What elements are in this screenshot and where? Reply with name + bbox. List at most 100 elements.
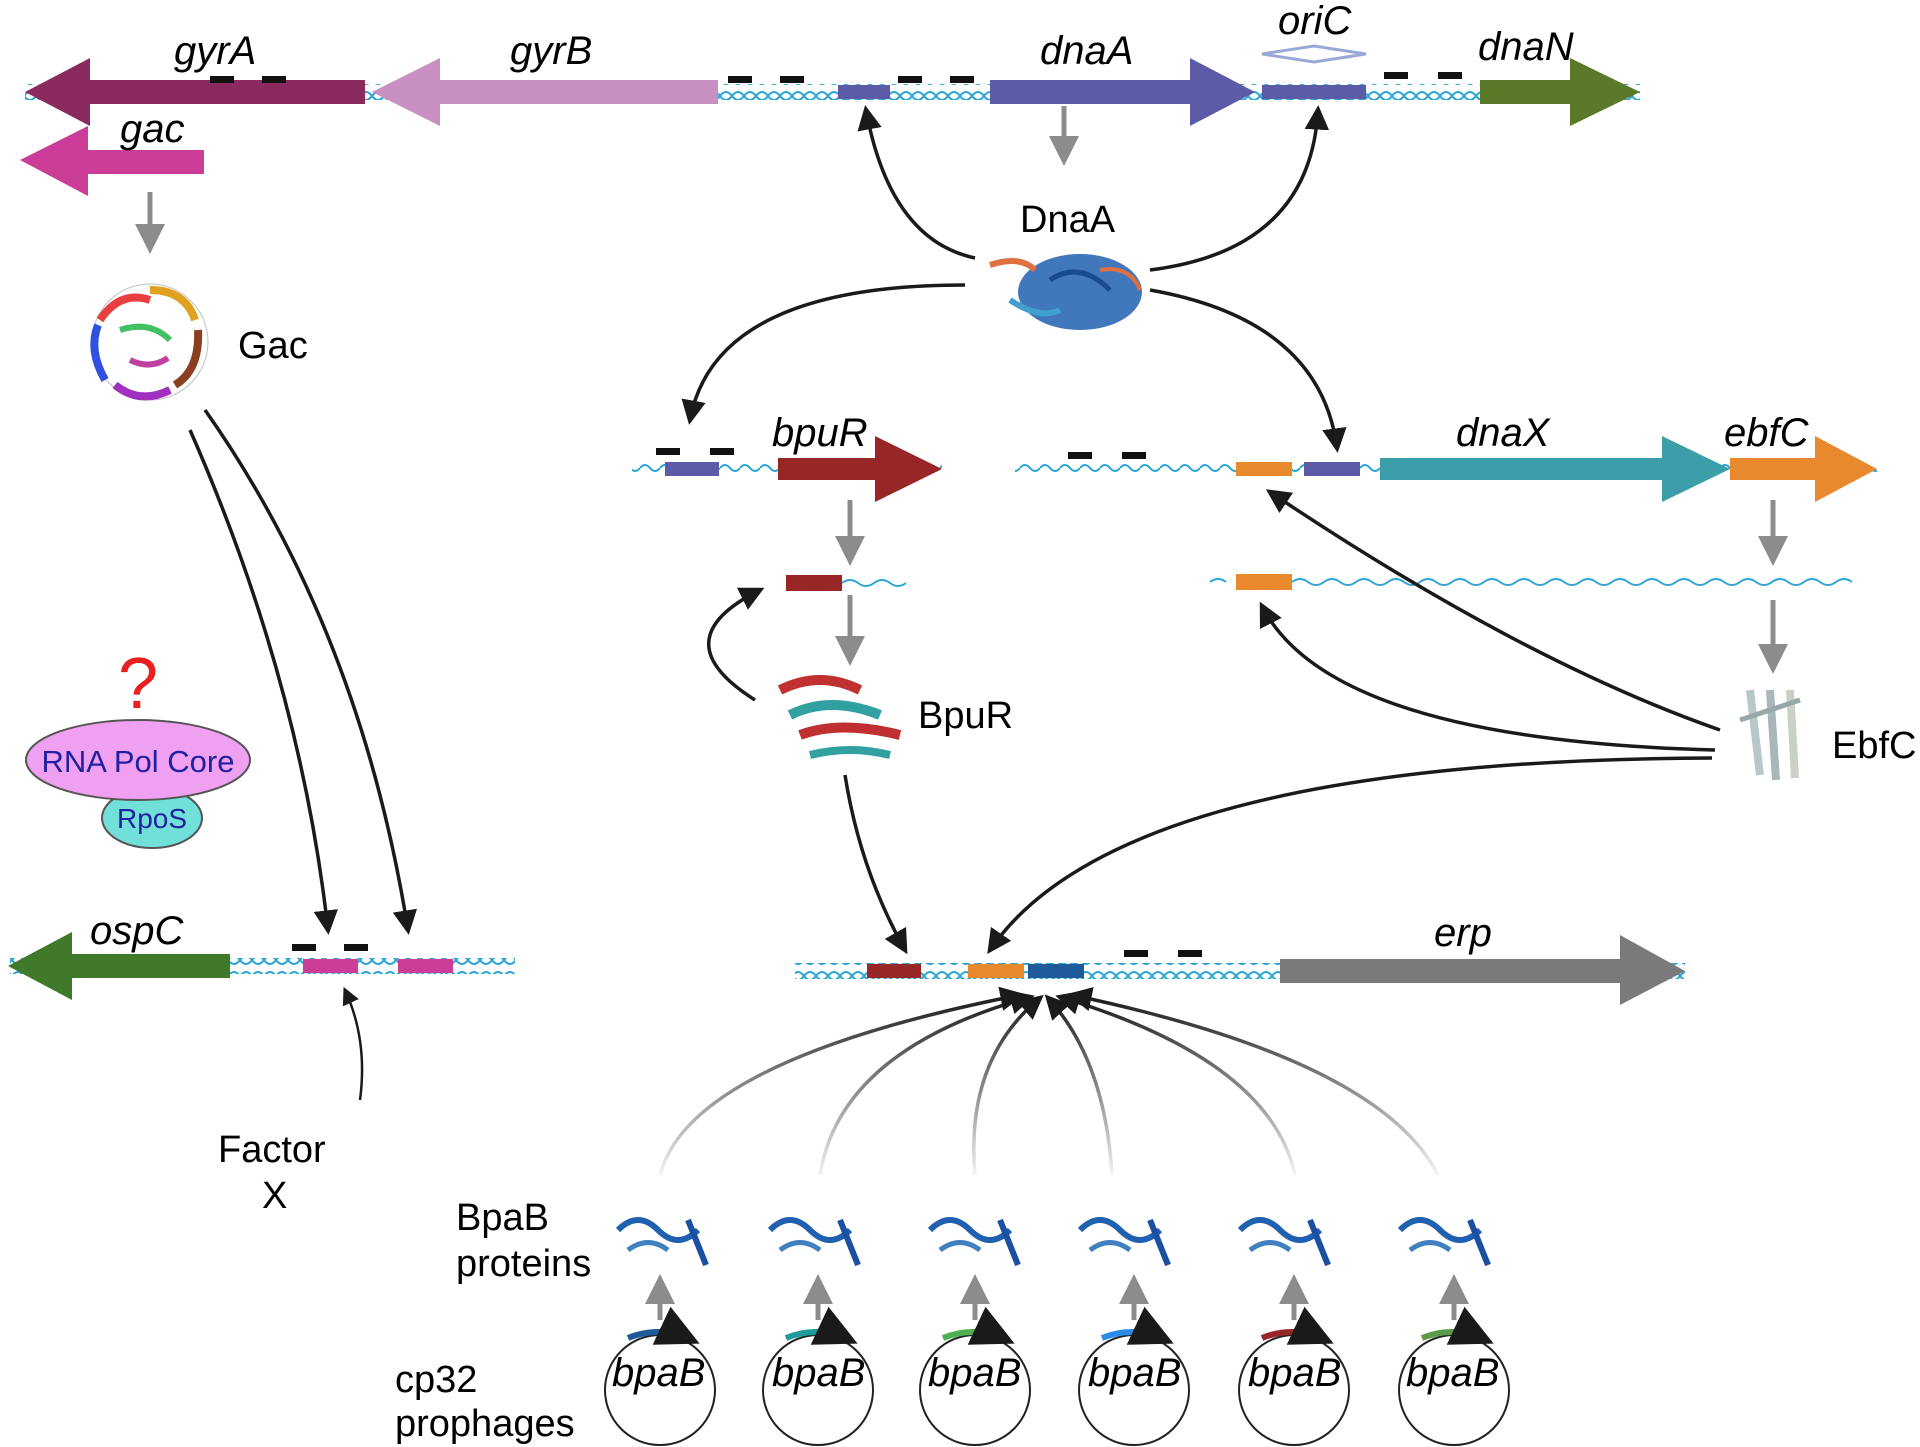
- ebfC-mrna-box: [1236, 574, 1292, 590]
- cp32-plasmid: [1238, 1306, 1350, 1446]
- bpaB-to-erp-arrow-6: [1067, 987, 1440, 1176]
- gac-protein-structure: [90, 283, 209, 401]
- bpaB-expression-arrows: [645, 1274, 1469, 1320]
- ospC-label: ospC: [90, 909, 184, 953]
- bpaB-protein-structures: [615, 1217, 1491, 1267]
- binding-bar: [210, 76, 234, 83]
- bpaB-protein: [1397, 1217, 1491, 1267]
- rnapol-core-ellipse: [25, 719, 251, 801]
- dnaN-label: dnaN: [1478, 25, 1574, 69]
- bpaB-gene-label-6: bpaB: [1406, 1351, 1499, 1395]
- bpaB-to-erp-arrow-1: [658, 986, 1025, 1176]
- gyrA-gene-arrow: [25, 58, 365, 126]
- binding-bar: [728, 76, 752, 83]
- ebfC-to-ebfC-mrna-arrow: [1259, 601, 1716, 752]
- gyrB-label: gyrB: [510, 29, 592, 73]
- rpos-label: RpoS: [117, 803, 187, 834]
- bpuR-autoregulation-arrow: [707, 587, 765, 702]
- ebfC-mrna: [1209, 578, 1853, 586]
- dnaN-gene-arrow: [1480, 58, 1640, 126]
- erp-label: erp: [1434, 911, 1492, 955]
- binding-bar: [1178, 950, 1202, 957]
- oriC-label: oriC: [1278, 0, 1352, 43]
- dnaA-gene-arrow: [990, 58, 1255, 126]
- cp32-label-line2: prophages: [395, 1403, 575, 1445]
- gac-to-ospC-arrow-1: [188, 429, 338, 935]
- bpuR-operon-strand: [632, 436, 942, 502]
- bpuR-to-erp-arrow: [843, 774, 908, 955]
- binding-bar: [292, 944, 316, 951]
- dnaA-protein-structure: [989, 254, 1142, 330]
- bpuR-box-erp: [867, 964, 921, 978]
- bpaB-to-erp-arrow-5: [1055, 990, 1297, 1176]
- bpuR-label: bpuR: [772, 411, 868, 455]
- binding-bar: [1384, 72, 1408, 79]
- ebfC-protein-label: EbfC: [1832, 725, 1916, 767]
- ebfC-protein-structure: [1739, 689, 1801, 781]
- erp-gene-arrow: [1280, 935, 1685, 1005]
- bpaB-protein: [1077, 1217, 1171, 1267]
- binding-bar: [344, 944, 368, 951]
- factorX-to-ospC-arrow: [342, 986, 364, 1101]
- ebfC-label: ebfC: [1724, 411, 1810, 455]
- binding-bar: [656, 448, 680, 455]
- dnaA-label: dnaA: [1040, 29, 1133, 73]
- dnaA-to-dnaA-box-arrow: [857, 105, 976, 260]
- ebfC-to-erp-arrow: [987, 756, 1713, 955]
- top-chromosome-strand: [25, 44, 1640, 126]
- bpaB-proteins-label-line2: proteins: [456, 1243, 591, 1285]
- gac-label: gac: [120, 107, 185, 151]
- binding-bar: [1122, 452, 1146, 459]
- binding-bar: [1068, 452, 1092, 459]
- bpaB-to-erp-arrow-3: [972, 994, 1044, 1176]
- bpaB-protein: [1237, 1217, 1331, 1267]
- binding-bar: [710, 448, 734, 455]
- cp32-plasmid: [1078, 1306, 1190, 1446]
- cp32-plasmid: [1398, 1306, 1510, 1446]
- ebfC-to-dnaX-arrow: [1265, 489, 1721, 732]
- dnaA-to-bpuR-arrow: [681, 283, 966, 425]
- bpaB-gene-label-4: bpaB: [1088, 1351, 1181, 1395]
- ebfC-gene-arrow: [1730, 436, 1877, 502]
- bpuR-mrna: [841, 579, 907, 587]
- ospC-strand: [8, 932, 515, 1000]
- gac-box-ospC-2: [398, 959, 453, 973]
- bpaB-gene-label-2: bpaB: [772, 1351, 865, 1395]
- bpaB-protein: [927, 1217, 1021, 1267]
- binding-bar: [780, 76, 804, 83]
- factorX-label-line2: X: [262, 1175, 287, 1217]
- binding-bar: [1438, 72, 1462, 79]
- erp-strand: [795, 935, 1685, 1005]
- bpaB-gene-label-3: bpaB: [928, 1351, 1021, 1395]
- question-mark: ?: [118, 644, 158, 724]
- ebfC-box-erp: [968, 964, 1024, 978]
- cp32-plasmid: [762, 1306, 874, 1446]
- bpuR-gene-arrow: [778, 436, 942, 502]
- gac-protein-label: Gac: [238, 325, 308, 367]
- binding-bar: [898, 76, 922, 83]
- gyrB-gene-arrow: [372, 58, 718, 126]
- dnaA-to-oriC-arrow: [1149, 105, 1330, 272]
- cp32-plasmid: [604, 1306, 716, 1446]
- cp32-label-line1: cp32: [395, 1359, 477, 1401]
- bpaB-to-erp-arrow-4: [1044, 994, 1114, 1176]
- binding-bar: [262, 76, 286, 83]
- oriC-region: [1262, 85, 1366, 99]
- dnaA-box-bpuR: [665, 462, 719, 476]
- binding-bar: [1124, 950, 1148, 957]
- rnapol-core-label: RNA Pol Core: [42, 744, 235, 779]
- dnaA-box-1: [838, 85, 890, 99]
- gac-to-ospC-arrow-2: [203, 408, 417, 935]
- bpaB-protein: [615, 1217, 709, 1267]
- bpaB-to-erp-arrow-2: [818, 990, 1035, 1176]
- factorX-label-line1: Factor: [218, 1129, 326, 1171]
- dnaA-protein-label: DnaA: [1020, 199, 1116, 241]
- ospC-gene-arrow: [8, 932, 230, 1000]
- cp32-plasmid: [919, 1306, 1031, 1446]
- gac-gene-arrow: [20, 126, 204, 196]
- bpuR-mrna-box: [786, 575, 842, 591]
- dnaX-label: dnaX: [1456, 411, 1551, 455]
- dnaA-box-dnaX: [1304, 462, 1360, 476]
- dnaX-operon-strand: [1015, 436, 1877, 502]
